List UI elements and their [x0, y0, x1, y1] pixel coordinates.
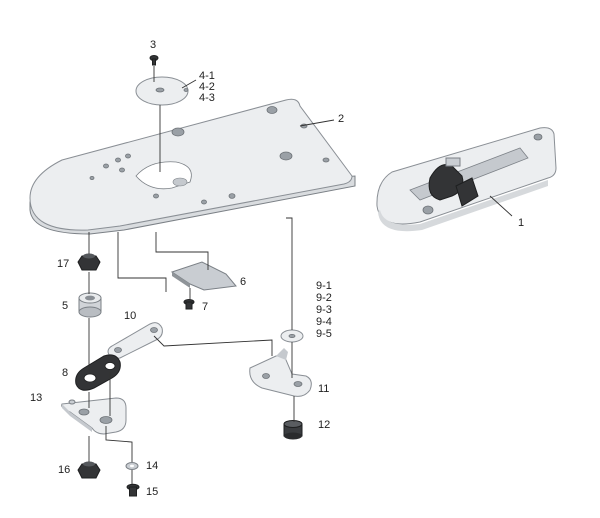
label-part-2: 2: [338, 113, 344, 125]
part-5-bushing: [78, 292, 102, 318]
part-17-nut: [77, 253, 101, 271]
part-11-bracket: [249, 348, 312, 397]
leader-lines: [181, 79, 513, 217]
label-part-13: 13: [30, 392, 42, 404]
label-part-16: 16: [58, 464, 70, 476]
part-2-base-plate: [29, 98, 356, 235]
part-7-screw: [183, 299, 195, 310]
label-part-3: 3: [150, 39, 156, 51]
part-9-washer: [280, 329, 304, 343]
label-part-9-3: 9-3: [316, 304, 332, 316]
label-part-12: 12: [318, 419, 330, 431]
part-6-small-plate: [170, 261, 237, 291]
part-14-washer: [125, 462, 139, 470]
label-part-14: 14: [146, 460, 158, 472]
part-16-nut: [77, 461, 101, 479]
part-4-round-plate: [135, 76, 189, 106]
part-8-lever: [75, 354, 121, 391]
label-part-9-4: 9-4: [316, 316, 332, 328]
label-part-6: 6: [240, 276, 246, 288]
label-part-15: 15: [146, 486, 158, 498]
label-part-5: 5: [62, 300, 68, 312]
part-12-knurled-nut: [283, 420, 303, 440]
part-10-link-bar: [107, 322, 163, 359]
label-part-10: 10: [124, 310, 136, 322]
part-labels: 3 4-1 4-2 4-3 2 1 17 6 9-1 9-2 9-3 9-4 9…: [30, 39, 524, 498]
label-part-4-1: 4-1: [199, 70, 215, 82]
part-1-assembled-plate: [376, 127, 557, 232]
assembly-lines: [88, 66, 295, 484]
label-part-4-3: 4-3: [199, 92, 215, 104]
part-13-flat-plate: [61, 397, 127, 435]
label-part-7: 7: [202, 301, 208, 313]
label-part-1: 1: [518, 217, 524, 229]
label-part-8: 8: [62, 367, 68, 379]
label-part-4-2: 4-2: [199, 81, 215, 93]
label-part-9-2: 9-2: [316, 292, 332, 304]
label-part-17: 17: [57, 258, 69, 270]
part-3-screw: [149, 55, 159, 66]
part-15-screw: [126, 483, 140, 497]
label-part-9-5: 9-5: [316, 328, 332, 340]
label-part-11: 11: [318, 383, 329, 395]
label-part-9-1: 9-1: [316, 280, 332, 292]
